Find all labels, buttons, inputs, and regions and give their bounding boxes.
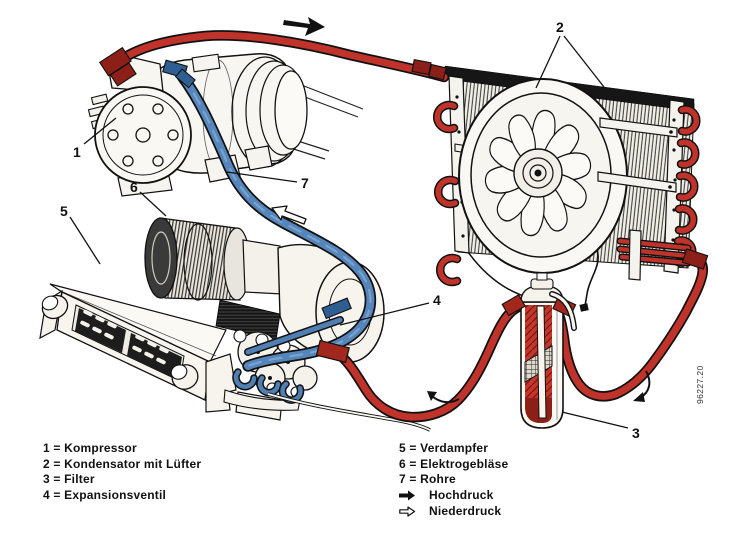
filled-arrow-icon	[399, 490, 415, 501]
legend-item-label: Hochdruck	[429, 488, 494, 503]
legend-item-label: 7 = Rohre	[399, 472, 456, 487]
legend-item-expansionsventil: 4 = Expansionsventil	[43, 488, 201, 504]
legend-item-kompressor: 1 = Kompressor	[43, 441, 201, 457]
callout-5-evaporator: 5	[60, 203, 68, 219]
filter-drier	[501, 272, 577, 429]
hose-low-pressure	[162, 59, 377, 404]
compressor-bolts	[107, 103, 179, 167]
legend-item-label: 2 = Kondensator mit Lüfter	[43, 456, 202, 471]
legend-left-column: 1 = Kompressor 2 = Kondensator mit Lüfte…	[43, 441, 201, 504]
hochdruck-flow-arrow-icon	[283, 17, 325, 36]
legend-item-label: 4 = Expansionsventil	[43, 488, 167, 503]
legend-item-niederdruck: Niederdruck	[399, 504, 508, 520]
callout-4-expansion-valve: 4	[433, 292, 441, 308]
legend-item-kondensator: 2 = Kondensator mit Lüfter	[43, 457, 201, 473]
callout-2-condenser: 2	[556, 19, 564, 35]
callout-7-pipes: 7	[301, 175, 309, 191]
legend-item-label: Niederdruck	[429, 503, 502, 518]
fan-hub	[513, 148, 563, 198]
callout-3-filter: 3	[632, 425, 640, 441]
callout-6-blower: 6	[130, 179, 138, 195]
legend-item-rohre: 7 = Rohre	[399, 472, 508, 488]
outline-arrow-icon	[399, 506, 416, 517]
legend-item-filter: 3 = Filter	[43, 472, 201, 488]
legend-item-verdampfer: 5 = Verdampfer	[399, 441, 508, 457]
condenser-fan	[458, 78, 678, 312]
niederdruck-flow-arrow-icon	[271, 205, 307, 225]
hose-high-pressure-to-condenser	[98, 30, 450, 87]
legend-item-label: 5 = Verdampfer	[399, 441, 489, 455]
legend-item-hochdruck: Hochdruck	[399, 488, 508, 504]
fan-cable	[584, 249, 599, 307]
condenser-tube-bends-left	[433, 100, 462, 287]
callout-1-compressor: 1	[73, 144, 81, 160]
flow-arrow-at-valve	[427, 391, 460, 404]
condenser-leg	[628, 229, 642, 281]
legend-item-label: 6 = Elektrogebläse	[399, 456, 509, 471]
hose-condenser-to-filter	[550, 248, 709, 402]
electric-blower	[144, 217, 385, 363]
legend-item-label: 1 = Kompressor	[43, 441, 137, 455]
legend-item-elektrogeblaese: 6 = Elektrogebläse	[399, 457, 508, 473]
legend-right-column: 5 = Verdampfer 6 = Elektrogebläse 7 = Ro…	[399, 441, 508, 519]
vent-slots	[80, 309, 117, 340]
valve-red-fitting	[315, 339, 350, 364]
drain-tube	[267, 392, 431, 432]
flow-arrow-at-filter	[633, 370, 651, 402]
legend-item-label: 3 = Filter	[43, 472, 95, 487]
figure-number: 96227.20	[695, 365, 705, 404]
callout-leader-lines	[69, 35, 629, 429]
